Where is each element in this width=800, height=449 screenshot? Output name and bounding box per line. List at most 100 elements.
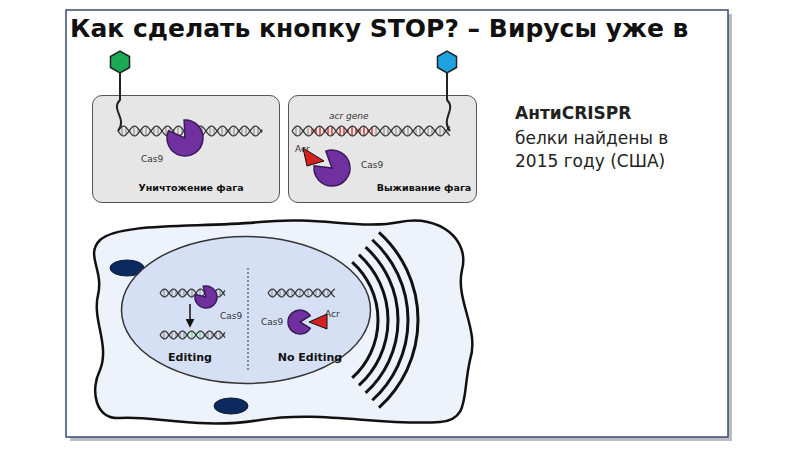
slide-frame (66, 10, 728, 437)
base-pair (219, 332, 220, 339)
base-pair (181, 128, 182, 133)
base-pair (187, 334, 188, 337)
base-pair (371, 127, 372, 135)
dna-strand (292, 126, 450, 136)
base-pair (237, 130, 238, 133)
edit-arrow (189, 304, 191, 326)
side-note: белки найдены в 2015 году (США) (515, 127, 700, 173)
base-pair (201, 126, 202, 135)
node-text: Cas9 (141, 154, 163, 165)
base-pair (165, 126, 166, 135)
base-pair (299, 289, 300, 297)
base-pair (175, 332, 176, 337)
base-pair (183, 332, 184, 339)
dna-strand (160, 331, 225, 339)
slide-title: Как сделать кнопку STOP? – Вирусы уже в (70, 14, 720, 44)
divider-line (248, 268, 249, 372)
base-pair (307, 289, 308, 297)
base-pair (447, 128, 448, 133)
base-pair (307, 126, 308, 136)
base-pair (175, 290, 176, 295)
base-pair (315, 128, 316, 133)
base-pair (215, 332, 216, 337)
base-pair (339, 126, 340, 135)
base-pair (315, 290, 316, 297)
base-pair (331, 292, 332, 295)
base-pair (177, 126, 178, 136)
cas9-protein (167, 120, 203, 156)
base-pair (137, 128, 138, 133)
base-pair (355, 128, 356, 133)
node-text: Cas9 (361, 160, 383, 171)
phage-tail (447, 73, 451, 131)
base-pair (403, 128, 404, 133)
base-pair (241, 127, 242, 135)
base-pair (207, 332, 208, 339)
dna-helix (292, 126, 450, 136)
organelle (214, 398, 248, 414)
base-pair (411, 130, 412, 133)
base-pair (183, 290, 184, 297)
base-pair (295, 126, 296, 135)
dna-strand (160, 289, 225, 297)
base-pair (253, 126, 254, 135)
acr-protein (309, 314, 327, 329)
node-text: Cas9 (261, 317, 283, 328)
dna-helix (118, 126, 262, 136)
base-pair (173, 130, 174, 133)
base-pair (419, 126, 420, 135)
base-pair (323, 130, 324, 133)
base-pair (319, 290, 320, 295)
base-pair (327, 290, 328, 297)
base-pair (343, 127, 344, 135)
base-pair (179, 290, 180, 295)
node-text: Acr (325, 309, 340, 320)
base-pair (367, 130, 368, 133)
base-pair (257, 127, 258, 135)
base-pair (375, 126, 376, 135)
node-text: Acr (295, 144, 310, 155)
base-pair (169, 127, 170, 135)
cell-nucleus: Cas9EditingCas9AcrNo Editing (120, 235, 372, 385)
base-pair (129, 130, 130, 133)
base-pair (141, 128, 142, 133)
base-pair (383, 126, 384, 135)
base-pair (121, 126, 122, 135)
dna-helix (160, 331, 225, 339)
base-pair (145, 126, 146, 136)
base-pair (197, 127, 198, 135)
side-note: АнтиCRISPR (515, 102, 715, 125)
base-pair (311, 292, 312, 295)
base-pair (191, 289, 192, 297)
base-pair (427, 126, 428, 135)
phage-head (110, 51, 129, 73)
dna-strand (268, 289, 335, 297)
base-pair (179, 332, 180, 337)
cas9-protein (288, 310, 310, 334)
base-pair (211, 290, 212, 295)
base-pair (245, 126, 246, 135)
base-pair (327, 127, 328, 135)
base-pair (193, 130, 194, 133)
base-pair (185, 128, 186, 133)
base-pair (399, 128, 400, 133)
base-pair (439, 126, 440, 136)
phage-tail (117, 73, 121, 131)
base-pair (163, 289, 164, 297)
base-pair (199, 331, 200, 339)
phage-head (437, 51, 456, 73)
base-pair (191, 331, 192, 339)
base-pair (171, 332, 172, 339)
base-pair (311, 128, 312, 133)
base-pair (211, 332, 212, 337)
cas9-protein (314, 150, 350, 186)
node-text: Выживание фага (374, 182, 474, 193)
base-pair (323, 290, 324, 295)
base-pair (163, 331, 164, 339)
base-pair (363, 126, 364, 136)
base-pair (233, 126, 234, 136)
base-pair (167, 334, 168, 337)
base-pair (209, 126, 210, 135)
